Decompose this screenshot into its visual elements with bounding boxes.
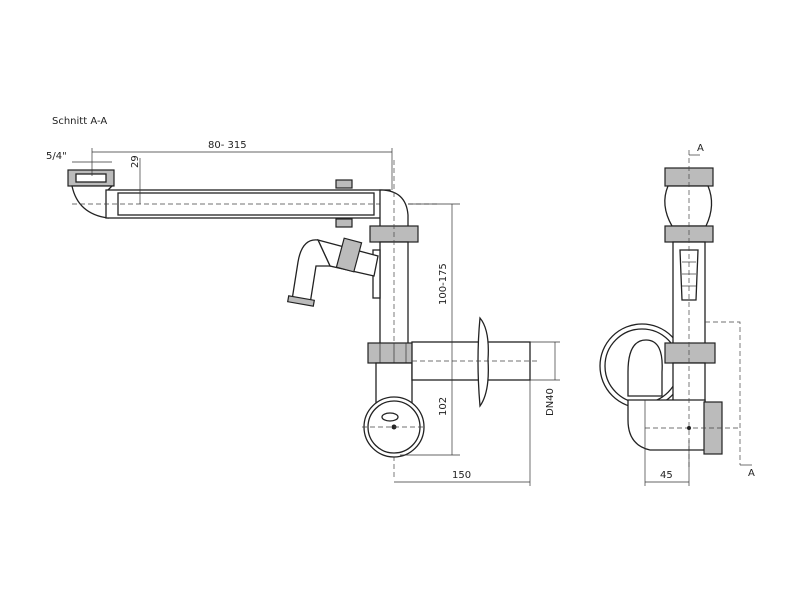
wall-flange bbox=[477, 316, 489, 408]
dimensions-right: 45 A A bbox=[644, 143, 755, 486]
dim-outlet-diameter: DN40 bbox=[545, 388, 556, 416]
dim-outlet-length: 150 bbox=[452, 470, 471, 481]
dim-inlet-depth: 29 bbox=[130, 155, 141, 168]
dim-thread: 5/4" bbox=[46, 151, 67, 162]
lower-nut-side bbox=[664, 342, 716, 364]
dim-trap-height: 102 bbox=[438, 397, 449, 416]
dim-length-range: 80- 315 bbox=[208, 140, 247, 151]
dim-height-range: 100-175 bbox=[438, 263, 449, 305]
lower-nut bbox=[367, 342, 419, 364]
section-title: Schnitt A-A bbox=[52, 116, 107, 127]
trap-body bbox=[627, 399, 706, 451]
side-view bbox=[599, 150, 740, 470]
section-view bbox=[67, 160, 540, 480]
section-marker-bottom: A bbox=[748, 468, 755, 479]
section-marker-top: A bbox=[697, 143, 704, 154]
dim-side-offset: 45 bbox=[660, 470, 673, 481]
hose-connector bbox=[286, 237, 379, 307]
trap-bend bbox=[627, 339, 663, 397]
dimensions-left: 80- 315 5/4" 29 100-175 102 DN40 150 bbox=[46, 140, 560, 486]
